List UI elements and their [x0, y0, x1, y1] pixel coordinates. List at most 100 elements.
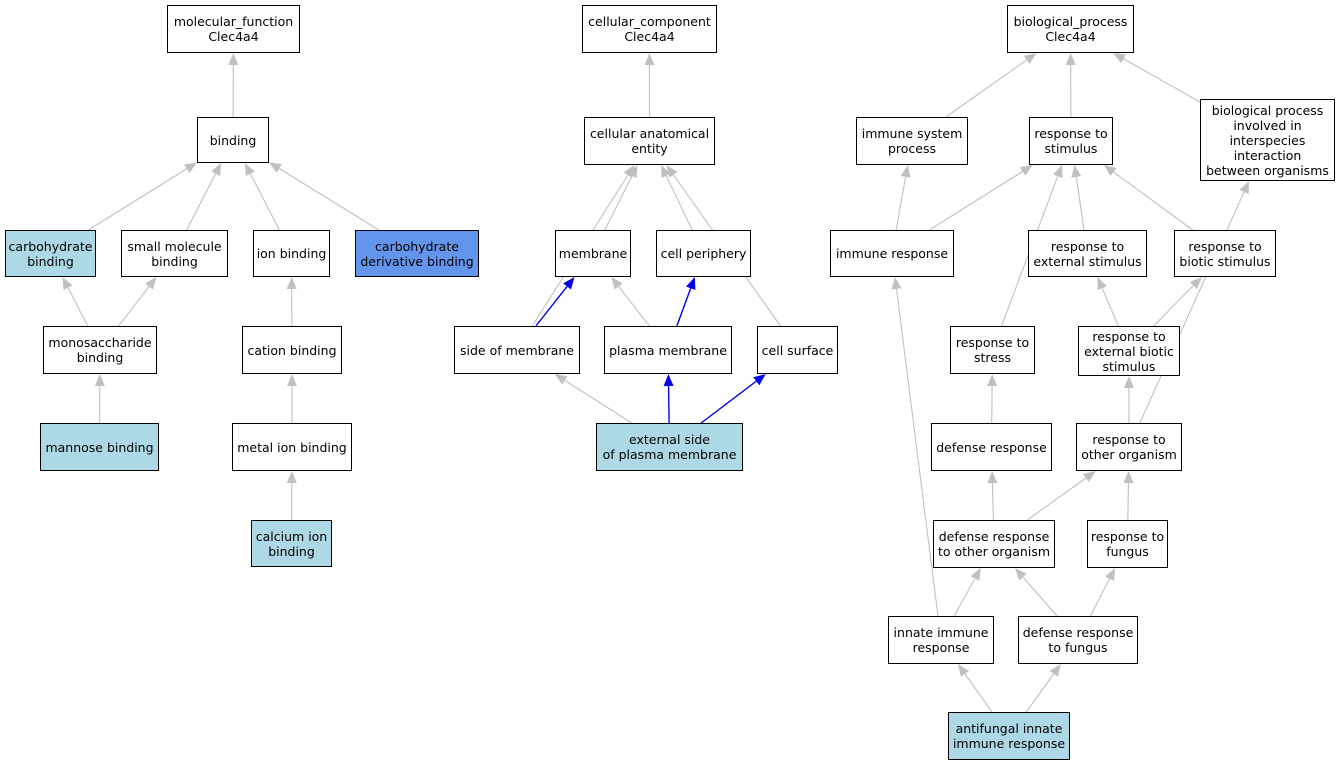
- edge-arrowhead: [286, 277, 297, 290]
- edge-defense-other-to-resp-other: [1027, 471, 1096, 521]
- edge-arrowhead: [1023, 53, 1037, 65]
- edge-line: [700, 380, 757, 424]
- go-term-label: defense response: [936, 439, 1047, 455]
- edge-arrowhead: [94, 374, 105, 387]
- go-term-defense-fungus: defense response to fungus: [1018, 616, 1138, 664]
- edge-calcium-to-metal-ion: [286, 471, 297, 521]
- edge-line: [1025, 673, 1055, 713]
- edge-arrowhead: [1015, 568, 1027, 581]
- edge-metal-ion-to-cation-binding: [287, 374, 297, 423]
- go-term-label: membrane: [558, 246, 628, 261]
- edge-arrowhead: [1082, 471, 1096, 483]
- edge-line: [87, 168, 188, 231]
- go-term-cc-root: cellular_component Clec4a4: [582, 5, 717, 53]
- edge-cation-binding-to-ion-binding: [286, 277, 297, 327]
- edge-defense-fungus-to-resp-fungus: [1089, 568, 1116, 617]
- edge-mono-binding-to-carb-binding: [62, 277, 89, 327]
- edge-arrowhead: [891, 277, 902, 290]
- go-term-resp-fungus: response to fungus: [1087, 520, 1168, 568]
- edge-line: [1139, 191, 1245, 424]
- edge-line: [67, 287, 89, 327]
- go-term-cation-binding: cation binding: [242, 326, 342, 374]
- edge-line: [1027, 477, 1087, 521]
- edge-arrowhead: [644, 53, 655, 65]
- edge-line: [991, 482, 994, 521]
- go-term-label: side of membrane: [460, 342, 574, 358]
- edge-mannose-to-mono-binding: [94, 374, 105, 424]
- edge-arrowhead: [1071, 165, 1082, 178]
- go-term-label: immune response: [835, 246, 949, 261]
- go-term-defense: defense response: [931, 423, 1052, 471]
- edge-arrowhead: [623, 165, 635, 178]
- go-term-label: small molecule binding: [127, 238, 222, 269]
- go-term-label: external side of plasma membrane: [602, 432, 737, 462]
- edge-innate-to-immune-resp: [891, 277, 939, 617]
- go-term-resp-biotic: response to biotic stimulus: [1174, 230, 1276, 277]
- edge-line: [535, 285, 568, 327]
- go-term-label: defense response to other organism: [937, 529, 1051, 559]
- edge-arrowhead: [287, 374, 297, 386]
- edge-line: [1022, 576, 1058, 617]
- go-term-resp-ext-biotic: response to external biotic stimulus: [1078, 326, 1180, 376]
- edge-line: [895, 176, 907, 231]
- edge-arrowhead: [666, 165, 678, 178]
- edge-antifungal-to-innate: [958, 664, 993, 713]
- edge-line: [564, 379, 633, 424]
- go-term-resp-other: response to other organism: [1076, 423, 1182, 471]
- go-term-carb-deriv: carbohydrate derivative binding: [355, 230, 479, 277]
- edge-arrowhead: [286, 471, 297, 484]
- edge-line: [1123, 58, 1201, 103]
- edge-ext-side-to-side-membrane: [554, 374, 633, 424]
- edge-line: [895, 288, 939, 617]
- edge-carb-deriv-to-binding: [269, 162, 380, 231]
- go-term-calcium: calcium ion binding: [251, 520, 332, 567]
- go-term-ext-side: external side of plasma membrane: [596, 423, 743, 471]
- go-term-immune-resp: immune response: [830, 230, 954, 277]
- go-term-immune-sys: immune system process: [856, 117, 968, 165]
- edge-ext-side-to-cell-surface: [700, 374, 766, 424]
- edge-defense-other-to-defense: [987, 471, 998, 521]
- edge-innate-to-defense-other: [953, 568, 981, 617]
- go-term-defense-other: defense response to other organism: [933, 520, 1055, 568]
- edge-arrowhead: [563, 277, 575, 290]
- edge-resp-ext-biotic-to-resp-ext-stim: [1097, 277, 1119, 327]
- edge-line: [1089, 578, 1111, 617]
- edge-resp-stim-to-bp-root: [1065, 53, 1076, 118]
- go-term-small-mol: small molecule binding: [121, 230, 228, 277]
- go-term-innate: innate immune response: [888, 616, 994, 664]
- go-term-label: ion binding: [256, 246, 327, 261]
- go-term-binding: binding: [197, 117, 269, 163]
- edge-arrowhead: [184, 162, 197, 173]
- go-term-resp-ext-stim: response to external stimulus: [1028, 230, 1147, 277]
- edge-line: [929, 170, 1023, 231]
- go-term-resp-stim: response to stimulus: [1029, 117, 1113, 165]
- go-term-label: antifungal innate immune response: [952, 721, 1066, 751]
- edge-cae-to-cc-root: [644, 53, 655, 117]
- go-term-label: cellular anatomical entity: [589, 126, 710, 156]
- edge-arrowhead: [663, 374, 674, 387]
- go-term-mono-binding: monosaccharide binding: [43, 326, 157, 374]
- edge-arrowhead: [269, 162, 282, 173]
- edge-arrowhead: [686, 277, 696, 290]
- go-term-carb-binding: carbohydrate binding: [5, 230, 96, 277]
- edge-resp-ext-biotic-to-resp-biotic: [1153, 277, 1202, 327]
- go-term-label: plasma membrane: [609, 342, 727, 358]
- edge-line: [676, 288, 692, 327]
- go-term-periphery: cell periphery: [656, 230, 751, 277]
- edge-immune-sys-to-bp-root: [945, 53, 1037, 118]
- go-term-interspecies: biological process involved in interspec…: [1200, 99, 1335, 181]
- edge-arrowhead: [145, 277, 157, 290]
- go-term-ion-binding: ion binding: [253, 230, 330, 277]
- edge-arrowhead: [987, 374, 998, 387]
- edge-arrowhead: [970, 568, 981, 581]
- edge-arrowhead: [1113, 53, 1127, 64]
- go-term-label: response to external stimulus: [1033, 238, 1142, 269]
- edge-line: [945, 59, 1028, 118]
- edge-arrowhead: [1019, 165, 1033, 176]
- edge-arrowhead: [1105, 568, 1116, 581]
- edge-ion-binding-to-binding: [244, 163, 280, 231]
- edge-arrowhead: [1065, 53, 1076, 66]
- go-term-membrane: membrane: [555, 230, 631, 277]
- edge-immune-resp-to-resp-stim: [929, 165, 1033, 231]
